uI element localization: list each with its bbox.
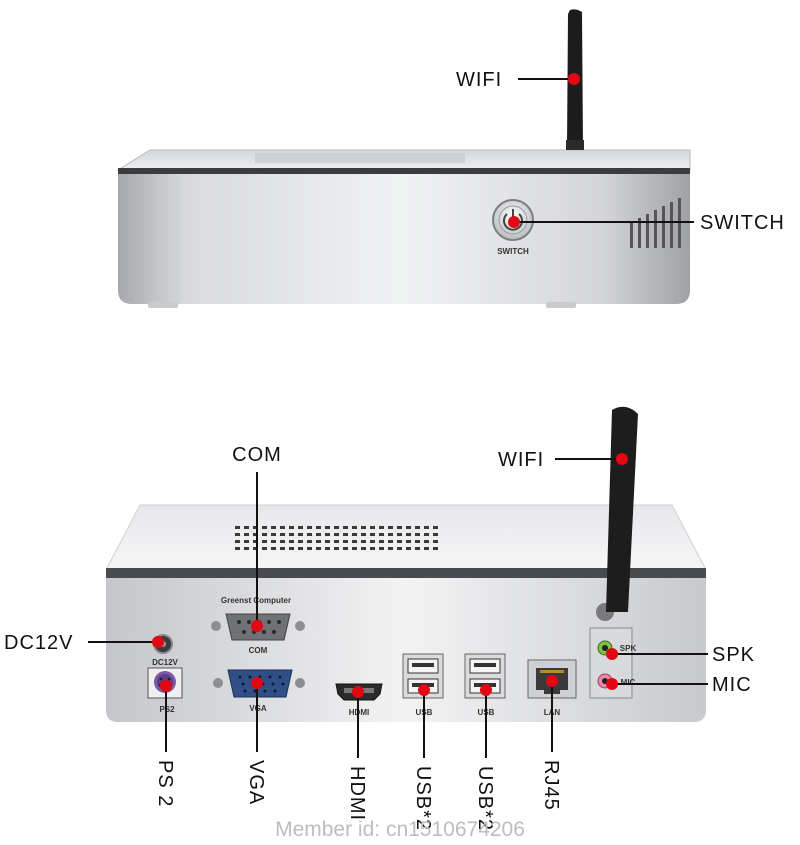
printed-mic: MIC (621, 678, 636, 687)
callout-dc12v: DC12V (4, 632, 164, 654)
label-spk: SPK (712, 644, 755, 666)
watermark: Member id: cn1510674206 (275, 818, 525, 841)
callout-rj45: RJ45 (540, 675, 562, 811)
callout-wifi-rear: WIFI (498, 449, 628, 471)
label-wifi-top: WIFI (456, 69, 502, 91)
callout-usb-left: USB*2 (412, 684, 434, 831)
callout-ps2: PS 2 (154, 680, 176, 807)
printed-ps2: PS2 (159, 705, 175, 714)
marker-dot (251, 677, 263, 689)
marker-dot (546, 675, 558, 687)
label-usb-left: USB*2 (412, 766, 434, 831)
callout-usb-right: USB*2 (474, 684, 496, 831)
power-button: SWITCH (492, 199, 534, 256)
top-callout-switch: SWITCH (508, 212, 785, 234)
label-com: COM (232, 444, 282, 466)
printed-spk: SPK (620, 644, 637, 653)
marker-dot (251, 620, 263, 632)
callout-hdmi: HDMI (346, 686, 368, 821)
marker-dot (606, 648, 618, 660)
usb-port-right: USB (464, 653, 506, 717)
printed-switch: SWITCH (497, 247, 529, 256)
label-ps2: PS 2 (154, 760, 176, 807)
audio-ports: SPK MIC (589, 627, 637, 699)
marker-dot (606, 678, 618, 690)
marker-dot (616, 453, 628, 465)
marker-dot (418, 684, 430, 696)
label-hdmi: HDMI (346, 766, 368, 821)
label-dc12v: DC12V (4, 632, 73, 654)
marker-dot (508, 216, 520, 228)
top-vent (255, 153, 465, 163)
marker-dot (568, 73, 580, 85)
printed-com: COM (249, 646, 268, 655)
label-wifi-rear: WIFI (498, 449, 544, 471)
marker-dot (480, 684, 492, 696)
top-callout-wifi: WIFI (456, 69, 580, 91)
printed-dc12v: DC12V (152, 658, 178, 667)
callout-mic: MIC (606, 674, 752, 696)
top-device: SWITCH (116, 9, 691, 308)
label-vga: VGA (245, 760, 267, 805)
marker-dot (160, 680, 172, 692)
label-rj45: RJ45 (540, 760, 562, 811)
label-mic: MIC (712, 674, 752, 696)
label-usb-right: USB*2 (474, 766, 496, 831)
top-vent-grid (234, 522, 439, 554)
rear-device: Greenst Computer COM DC12V PS2 (105, 406, 707, 722)
marker-dot (352, 686, 364, 698)
printed-vga: VGA (249, 704, 267, 713)
marker-dot (152, 636, 164, 648)
callout-com: COM (232, 444, 282, 632)
callout-vga: VGA (245, 677, 267, 805)
label-switch: SWITCH (700, 212, 785, 234)
callout-spk: SPK (606, 644, 755, 666)
